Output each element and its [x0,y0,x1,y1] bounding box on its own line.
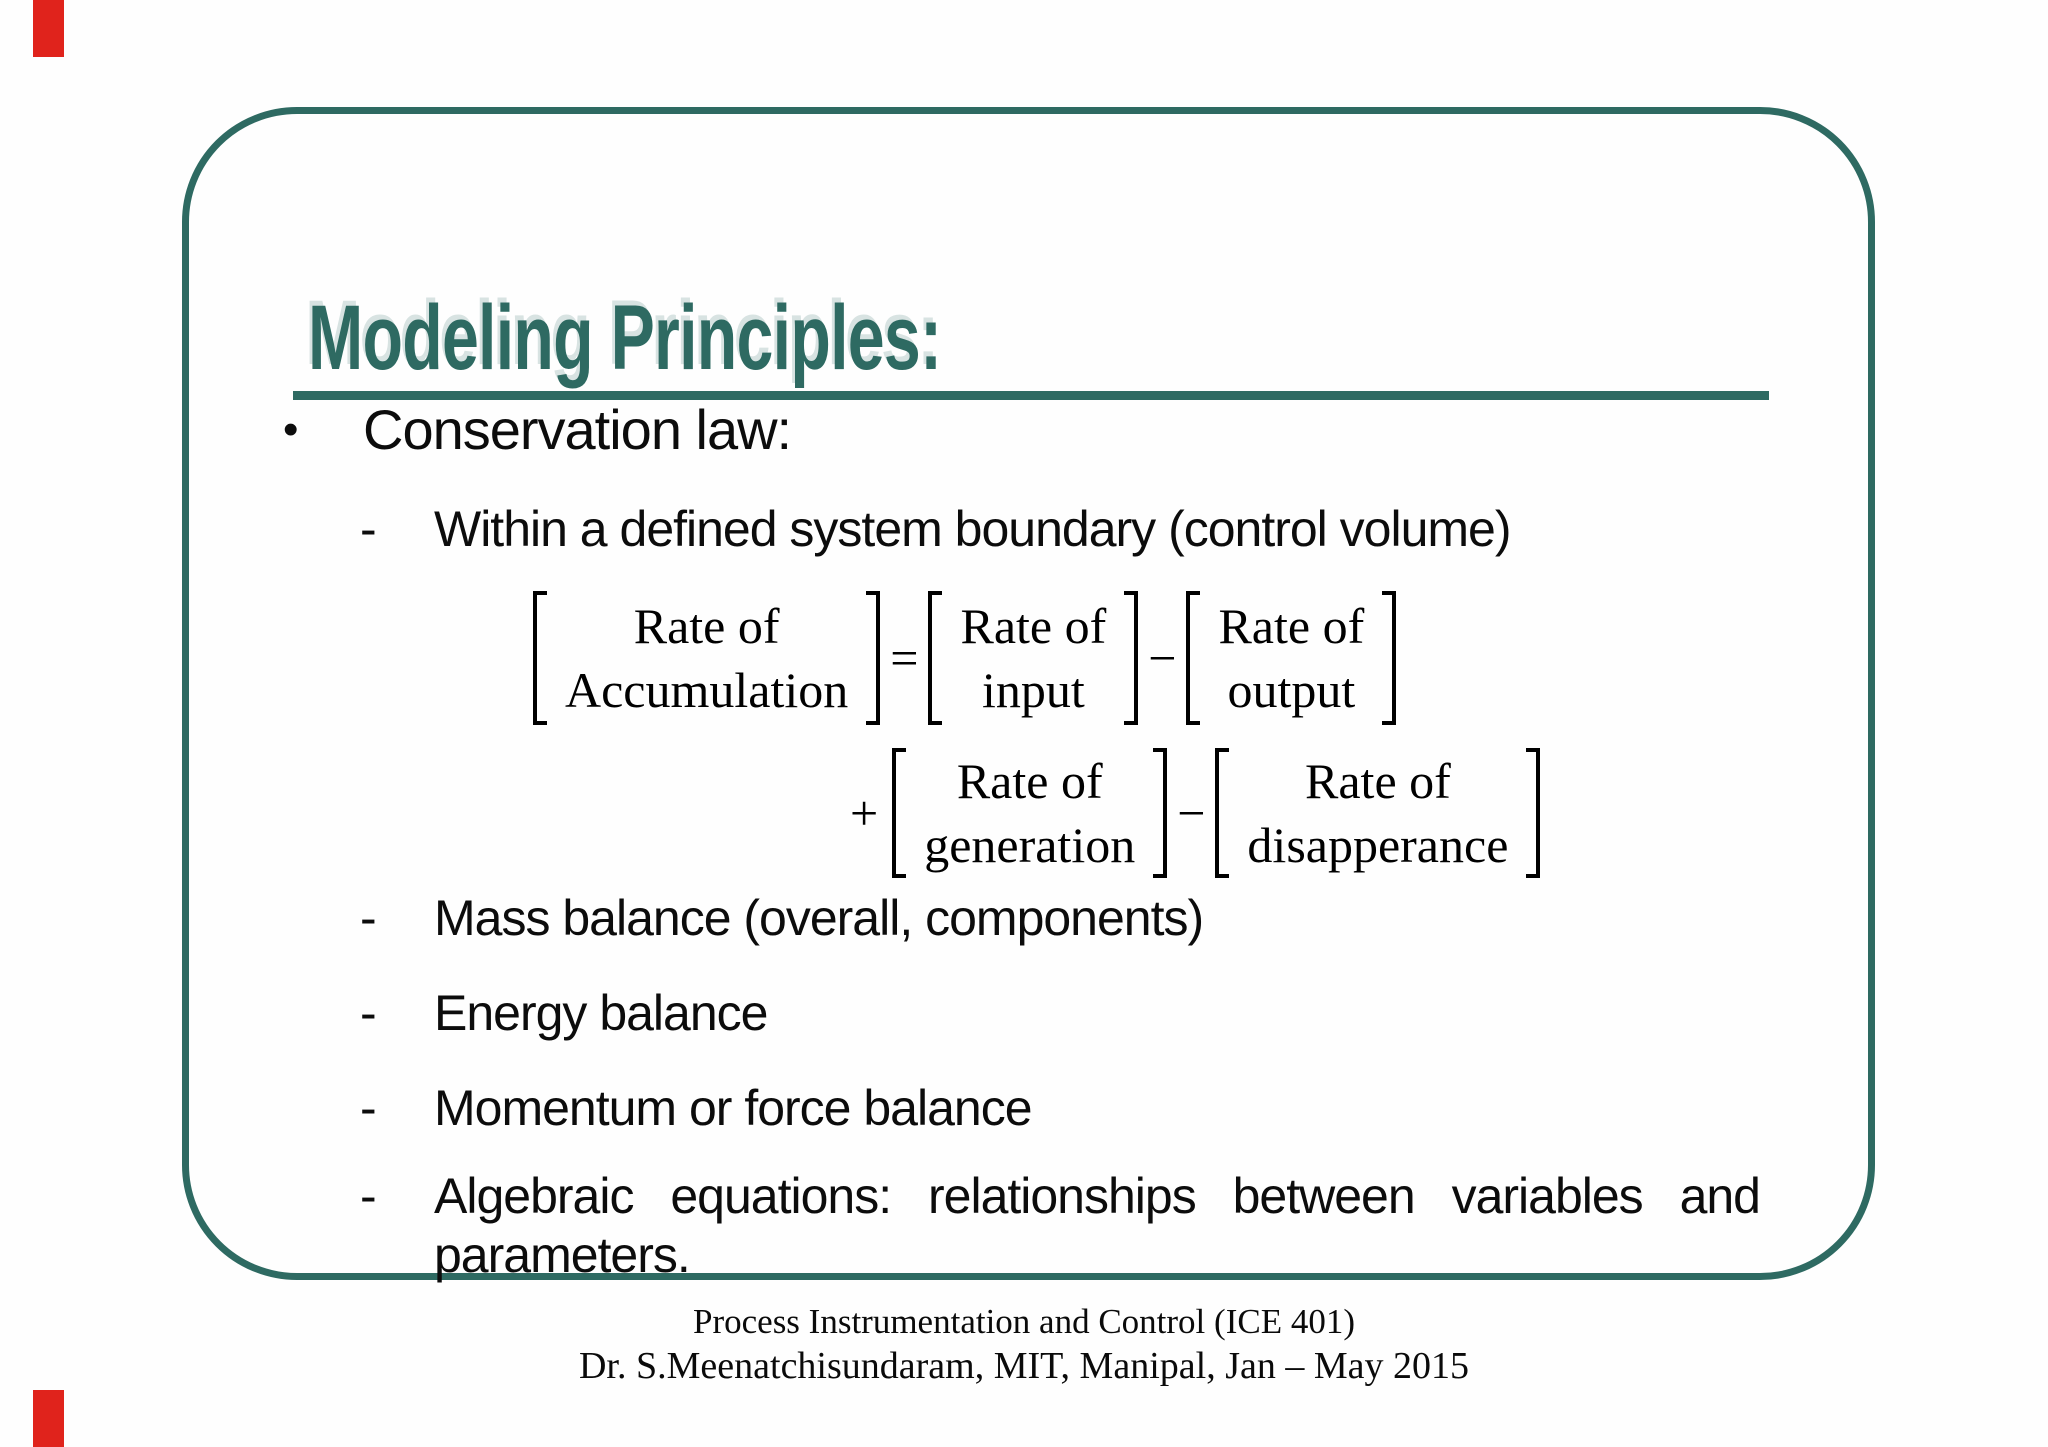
slide-footer: Process Instrumentation and Control (ICE… [0,1300,2048,1388]
subbullet-mass-balance: - Mass balance (overall, components) [360,889,1204,948]
term-bottom: input [981,662,1085,718]
subbullet-energy-balance-text: Energy balance [434,985,768,1041]
term-bottom: Accumulation [565,662,849,718]
slide-title: Modeling Principles: [308,287,942,389]
term-bottom: output [1227,662,1356,718]
term-bottom: generation [924,817,1136,873]
equation-term-input: Rate of input [928,591,1139,725]
subbullet-momentum-balance-text: Momentum or force balance [434,1080,1033,1136]
term-top: Rate of [960,598,1107,654]
footer-course-title: Process Instrumentation and Control (ICE… [693,1302,1355,1341]
subbullet-system-boundary: - Within a defined system boundary (cont… [360,500,1512,559]
subbullet-mass-balance-text: Mass balance (overall, components) [434,890,1204,946]
left-bracket [892,748,907,878]
slide-rounded-border [182,107,1875,1280]
bullet-conservation-law: • Conservation law: [283,398,792,461]
conservation-equation-line1: Rate of Accumulation = Rate of input − R… [533,591,1397,725]
dash-bullet-icon: - [360,501,377,557]
right-bracket [1124,591,1139,725]
term-top: Rate of [956,753,1103,809]
title-underline-rule [293,391,1769,400]
dash-bullet-icon: - [360,1080,377,1136]
footer-author-line: Dr. S.Meenatchisundaram, MIT, Manipal, J… [578,1345,1469,1387]
conservation-equation-line2: + Rate of generation − Rate of disappera… [850,746,1541,880]
term-top: Rate of [1218,598,1365,654]
minus-operator: − [1148,630,1177,686]
plus-operator: + [850,785,879,841]
term-bottom: disapperance [1247,817,1509,873]
right-bracket [1382,591,1397,725]
equation-term-generation: Rate of generation [892,748,1168,878]
subbullet-energy-balance: - Energy balance [360,984,768,1043]
term-top: Rate of [1305,753,1451,809]
subbullet-algebraic-equations: - Algebraic equations: relationships bet… [360,1167,1761,1285]
red-edge-mark-top [33,0,64,57]
red-edge-mark-bottom [33,1390,64,1447]
term-top: Rate of [633,598,780,654]
equation-term-output: Rate of output [1186,591,1397,725]
subbullet-system-boundary-text: Within a defined system boundary (contro… [434,501,1512,557]
left-bracket [928,591,943,725]
equals-operator: = [890,630,919,686]
equation-term-disapperance: Rate of disapperance [1215,748,1541,878]
subbullet-algebraic-line2: parameters. [434,1227,691,1283]
right-bracket [1153,748,1168,878]
subbullet-momentum-balance: - Momentum or force balance [360,1079,1033,1138]
dash-bullet-icon: - [360,1168,377,1224]
left-bracket [1215,748,1230,878]
left-bracket [533,591,547,725]
dash-bullet-icon: - [360,890,377,946]
subbullet-algebraic-line1: Algebraic equations: relationships betwe… [434,1168,1761,1224]
minus-operator: − [1177,785,1206,841]
bullet-dot-icon: • [283,405,298,454]
left-bracket [1186,591,1201,725]
equation-term-accumulation: Rate of Accumulation [533,591,881,725]
dash-bullet-icon: - [360,985,377,1041]
right-bracket [1526,748,1541,878]
right-bracket [866,591,881,725]
bullet-conservation-law-text: Conservation law: [363,398,792,461]
